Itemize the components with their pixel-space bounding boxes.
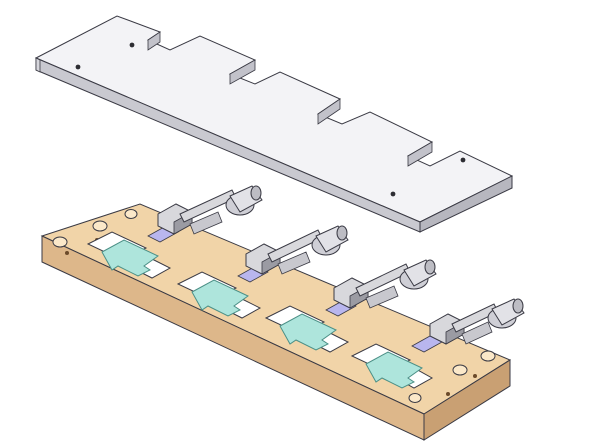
- workstation-2: [176, 225, 349, 319]
- cylinder-end: [250, 185, 262, 201]
- clamp-bracket: [277, 251, 311, 275]
- base-hole: [92, 220, 108, 232]
- clamp-bracket: [189, 211, 223, 235]
- cover-hole: [129, 42, 135, 48]
- workpiece: [365, 351, 423, 389]
- workstation-3: [264, 259, 437, 353]
- clamp-bracket: [365, 285, 399, 309]
- cylinder-end: [512, 298, 524, 314]
- base-hole: [124, 209, 138, 219]
- workstation-4: [350, 298, 525, 389]
- cylinder-end: [424, 259, 436, 275]
- base-plate: [40, 185, 525, 441]
- cover-side-face: [419, 175, 513, 233]
- cover-notch-wall-4: [407, 141, 433, 167]
- cover-notch-wall-1: [147, 31, 161, 51]
- cover-notch-wall-3: [317, 98, 341, 125]
- cover-left-end: [35, 57, 41, 73]
- cylinder-end: [336, 225, 348, 241]
- base-pin-hole: [446, 392, 450, 396]
- workstation-1: [86, 185, 263, 279]
- cover-plate: [34, 15, 514, 233]
- cover-notch-wall-2: [229, 59, 256, 85]
- cover-hole: [75, 64, 81, 70]
- base-hole: [52, 236, 68, 248]
- cover-top-face: [34, 15, 514, 223]
- workpiece: [101, 239, 159, 277]
- clamp-bracket: [461, 321, 493, 345]
- cover-hole: [390, 191, 396, 197]
- workpiece: [191, 279, 249, 317]
- base-hole: [480, 350, 496, 362]
- cover-hole: [460, 157, 466, 163]
- base-hole: [408, 393, 422, 403]
- base-side-face: [423, 359, 511, 441]
- base-pin-hole: [473, 374, 477, 378]
- base-pin-hole: [65, 251, 69, 255]
- workpiece: [279, 313, 337, 351]
- base-hole: [452, 364, 468, 376]
